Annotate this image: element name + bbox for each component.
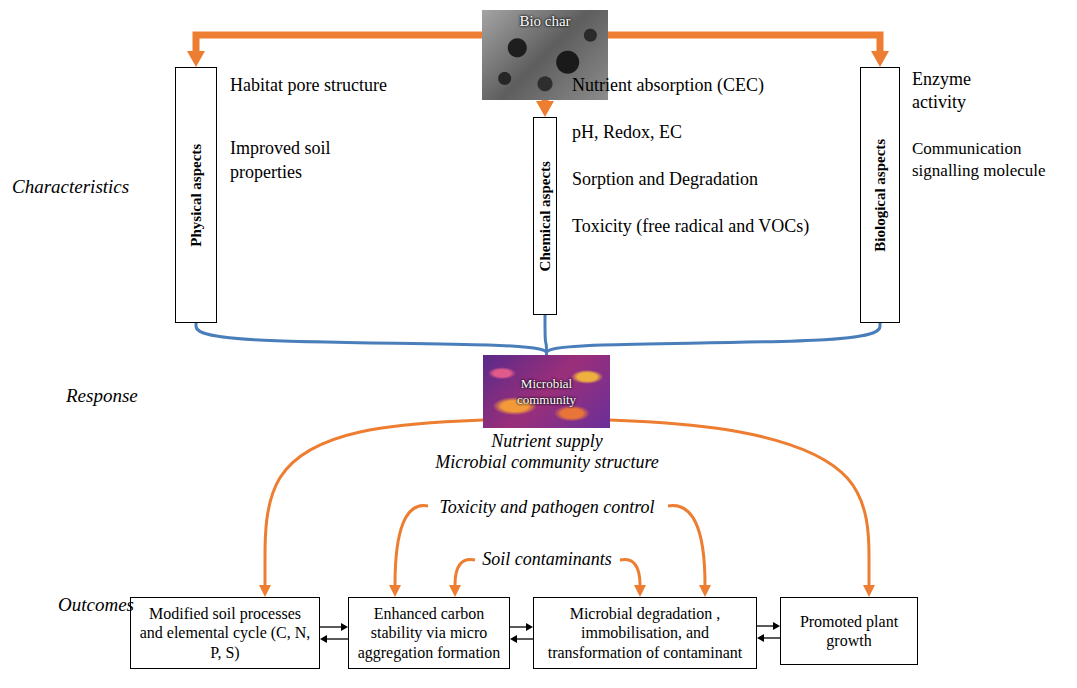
node-text: Chemical aspects xyxy=(537,161,554,271)
node-text: Bio char xyxy=(519,13,570,30)
label-slot: Habitat pore structure xyxy=(230,74,490,97)
aspect-band: Chemical aspects xyxy=(533,117,557,315)
response-label: Soil contaminants xyxy=(482,548,612,571)
aspect-item: Communication signalling molecule xyxy=(912,138,1070,182)
node-text: Physical aspects xyxy=(188,144,205,247)
response-label: Microbial community structure xyxy=(435,451,659,474)
aspect-item: Toxicity (free radical and VOCs) xyxy=(572,215,809,238)
connector xyxy=(608,35,880,51)
connector xyxy=(757,625,773,626)
outcome-box: Enhanced carbon stability via micro aggr… xyxy=(348,597,510,669)
row-label: Characteristics xyxy=(12,175,129,200)
pointer-arc xyxy=(455,560,475,585)
label-slot: Toxicity (free radical and VOCs) xyxy=(572,215,852,238)
label-slot: Nutrient absorption (CEC) xyxy=(572,74,852,97)
aspect-item: pH, Redox, EC xyxy=(572,121,682,144)
label-slot: Response xyxy=(66,384,186,409)
label-slot: Sorption and Degradation xyxy=(572,168,852,191)
row-label: Outcomes xyxy=(58,593,134,618)
aspect-item: Enzyme activity xyxy=(912,68,992,115)
aspect-item: Habitat pore structure xyxy=(230,74,387,97)
connector xyxy=(517,638,533,639)
pointer-arc xyxy=(395,506,428,585)
response-label: Toxicity and pathogen control xyxy=(439,496,654,519)
node-text: Modified soil processes and elemental cy… xyxy=(138,604,312,662)
connector xyxy=(764,637,780,638)
outcome-box: Modified soil processes and elemental cy… xyxy=(130,597,320,669)
outcome-box: Microbial degradation , immobilisation, … xyxy=(533,597,757,669)
label-slot: Soil contaminants xyxy=(397,548,697,571)
row-label: Response xyxy=(66,384,138,409)
aspect-item: Sorption and Degradation xyxy=(572,168,758,191)
node-text: Promoted plant growth xyxy=(788,612,910,650)
response-label: Nutrient supply xyxy=(491,430,603,453)
connector xyxy=(320,626,341,627)
microbe-image: Microbial community xyxy=(483,355,610,428)
connector xyxy=(510,626,526,627)
node-text: Microbial community xyxy=(505,376,589,407)
connector xyxy=(545,315,547,355)
pointer-arc xyxy=(668,506,705,585)
aspect-item: Nutrient absorption (CEC) xyxy=(572,74,764,97)
connector xyxy=(547,323,881,355)
aspect-item: Improved soil properties xyxy=(230,136,355,185)
aspect-band: Physical aspects xyxy=(175,67,217,323)
edge-group xyxy=(196,35,880,639)
aspect-band: Biological aspects xyxy=(860,67,900,323)
connector xyxy=(542,100,549,101)
label-slot: Characteristics xyxy=(12,175,162,200)
label-slot: Improved soil properties xyxy=(230,136,355,185)
label-slot: Nutrient supply xyxy=(397,430,697,453)
label-slot: pH, Redox, EC xyxy=(572,121,852,144)
node-text: Microbial degradation , immobilisation, … xyxy=(541,604,749,662)
label-slot: Toxicity and pathogen control xyxy=(397,496,697,519)
connector xyxy=(196,323,547,355)
label-slot: Microbial community structure xyxy=(397,451,697,474)
node-text: Enhanced carbon stability via micro aggr… xyxy=(356,604,502,662)
outcome-box: Promoted plant growth xyxy=(780,597,918,665)
label-slot: Communication signalling molecule xyxy=(912,138,1070,182)
connector xyxy=(196,35,482,51)
label-slot: Outcomes xyxy=(58,593,178,618)
connector xyxy=(327,638,348,639)
pointer-arcs xyxy=(395,506,705,585)
node-text: Biological aspects xyxy=(872,139,889,252)
pointer-arc xyxy=(620,560,640,585)
label-slot: Enzyme activity xyxy=(912,68,992,115)
